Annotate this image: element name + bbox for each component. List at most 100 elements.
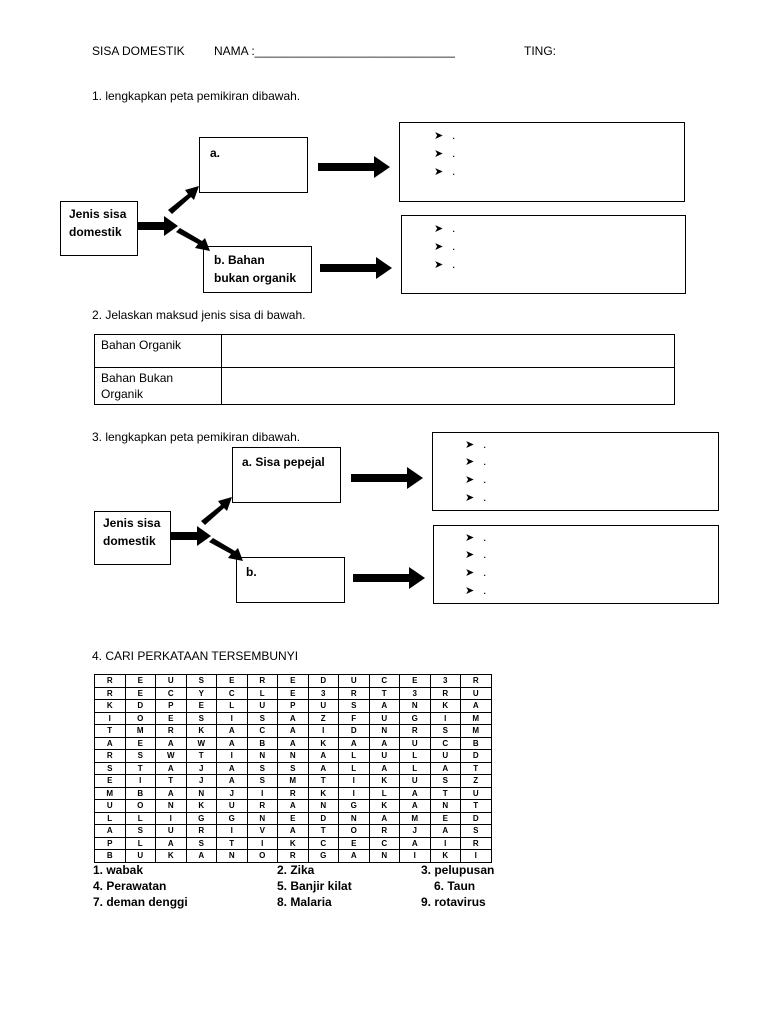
- grid-cell[interactable]: L: [246, 686, 278, 700]
- grid-cell[interactable]: R: [277, 786, 309, 800]
- grid-cell[interactable]: I: [216, 824, 248, 838]
- grid-cell[interactable]: N: [185, 786, 217, 800]
- grid-cell[interactable]: C: [429, 736, 461, 750]
- grid-cell[interactable]: I: [429, 836, 461, 850]
- grid-cell[interactable]: A: [216, 736, 248, 750]
- grid-cell[interactable]: T: [307, 824, 339, 838]
- grid-cell[interactable]: K: [155, 849, 187, 863]
- grid-cell[interactable]: C: [155, 686, 187, 700]
- grid-cell[interactable]: A: [307, 761, 339, 775]
- grid-cell[interactable]: A: [429, 824, 461, 838]
- grid-cell[interactable]: R: [277, 849, 309, 863]
- grid-cell[interactable]: G: [338, 799, 370, 813]
- grid-cell[interactable]: D: [460, 811, 492, 825]
- grid-cell[interactable]: A: [399, 836, 431, 850]
- grid-cell[interactable]: V: [246, 824, 278, 838]
- grid-cell[interactable]: R: [94, 674, 126, 688]
- grid-cell[interactable]: C: [307, 836, 339, 850]
- grid-cell[interactable]: A: [399, 786, 431, 800]
- q1-branch-a-box[interactable]: a.: [199, 137, 308, 193]
- grid-cell[interactable]: A: [368, 736, 400, 750]
- grid-cell[interactable]: R: [460, 836, 492, 850]
- grid-cell[interactable]: E: [277, 811, 309, 825]
- grid-cell[interactable]: U: [124, 849, 156, 863]
- grid-cell[interactable]: U: [460, 786, 492, 800]
- grid-cell[interactable]: L: [94, 811, 126, 825]
- grid-cell[interactable]: R: [429, 686, 461, 700]
- grid-cell[interactable]: O: [124, 711, 156, 725]
- grid-cell[interactable]: L: [368, 786, 400, 800]
- grid-cell[interactable]: M: [94, 786, 126, 800]
- grid-cell[interactable]: I: [216, 711, 248, 725]
- grid-cell[interactable]: A: [307, 749, 339, 763]
- grid-cell[interactable]: N: [216, 849, 248, 863]
- grid-cell[interactable]: R: [94, 749, 126, 763]
- q3-branch-a-box[interactable]: a. Sisa pepejal: [232, 447, 341, 503]
- grid-cell[interactable]: P: [277, 699, 309, 713]
- grid-cell[interactable]: A: [368, 761, 400, 775]
- grid-cell[interactable]: 3: [429, 674, 461, 688]
- grid-cell[interactable]: T: [307, 774, 339, 788]
- grid-cell[interactable]: D: [307, 674, 339, 688]
- grid-cell[interactable]: N: [399, 699, 431, 713]
- grid-cell[interactable]: W: [185, 736, 217, 750]
- grid-cell[interactable]: T: [460, 761, 492, 775]
- grid-cell[interactable]: S: [185, 711, 217, 725]
- grid-cell[interactable]: A: [155, 736, 187, 750]
- grid-cell[interactable]: A: [155, 786, 187, 800]
- grid-cell[interactable]: A: [429, 761, 461, 775]
- grid-cell[interactable]: A: [277, 724, 309, 738]
- grid-cell[interactable]: D: [124, 699, 156, 713]
- grid-cell[interactable]: K: [307, 736, 339, 750]
- grid-cell[interactable]: S: [277, 761, 309, 775]
- grid-cell[interactable]: T: [368, 686, 400, 700]
- grid-cell[interactable]: A: [277, 711, 309, 725]
- grid-cell[interactable]: U: [399, 774, 431, 788]
- grid-cell[interactable]: O: [124, 799, 156, 813]
- grid-cell[interactable]: S: [94, 761, 126, 775]
- grid-cell[interactable]: R: [246, 674, 278, 688]
- grid-cell[interactable]: A: [338, 736, 370, 750]
- grid-cell[interactable]: R: [246, 799, 278, 813]
- grid-cell[interactable]: I: [124, 774, 156, 788]
- grid-cell[interactable]: T: [216, 836, 248, 850]
- grid-cell[interactable]: S: [429, 724, 461, 738]
- grid-cell[interactable]: K: [368, 799, 400, 813]
- grid-cell[interactable]: N: [307, 799, 339, 813]
- grid-cell[interactable]: U: [307, 699, 339, 713]
- grid-cell[interactable]: U: [460, 686, 492, 700]
- grid-cell[interactable]: A: [94, 824, 126, 838]
- grid-cell[interactable]: K: [185, 799, 217, 813]
- q3-answer-box-a[interactable]: ➤. ➤. ➤. ➤.: [432, 432, 719, 511]
- grid-cell[interactable]: W: [155, 749, 187, 763]
- grid-cell[interactable]: I: [460, 849, 492, 863]
- grid-cell[interactable]: C: [368, 674, 400, 688]
- grid-cell[interactable]: E: [155, 711, 187, 725]
- grid-cell[interactable]: R: [94, 686, 126, 700]
- grid-cell[interactable]: I: [338, 774, 370, 788]
- grid-cell[interactable]: N: [155, 799, 187, 813]
- q3-answer-box-b[interactable]: ➤. ➤. ➤. ➤.: [433, 525, 719, 604]
- grid-cell[interactable]: J: [185, 761, 217, 775]
- q1-answer-box-b[interactable]: ➤. ➤. ➤.: [401, 215, 686, 294]
- grid-cell[interactable]: U: [399, 736, 431, 750]
- grid-cell[interactable]: I: [216, 749, 248, 763]
- grid-cell[interactable]: G: [307, 849, 339, 863]
- grid-cell[interactable]: L: [124, 836, 156, 850]
- grid-cell[interactable]: T: [185, 749, 217, 763]
- grid-cell[interactable]: M: [460, 724, 492, 738]
- q1-answer-box-a[interactable]: ➤. ➤. ➤.: [399, 122, 685, 202]
- grid-cell[interactable]: T: [124, 761, 156, 775]
- grid-cell[interactable]: T: [94, 724, 126, 738]
- grid-cell[interactable]: R: [460, 674, 492, 688]
- grid-cell[interactable]: A: [155, 836, 187, 850]
- grid-cell[interactable]: C: [216, 686, 248, 700]
- grid-cell[interactable]: N: [246, 811, 278, 825]
- grid-cell[interactable]: F: [338, 711, 370, 725]
- grid-cell[interactable]: U: [246, 699, 278, 713]
- grid-cell[interactable]: A: [94, 736, 126, 750]
- grid-cell[interactable]: O: [338, 824, 370, 838]
- grid-cell[interactable]: D: [460, 749, 492, 763]
- grid-cell[interactable]: A: [155, 761, 187, 775]
- grid-cell[interactable]: Z: [307, 711, 339, 725]
